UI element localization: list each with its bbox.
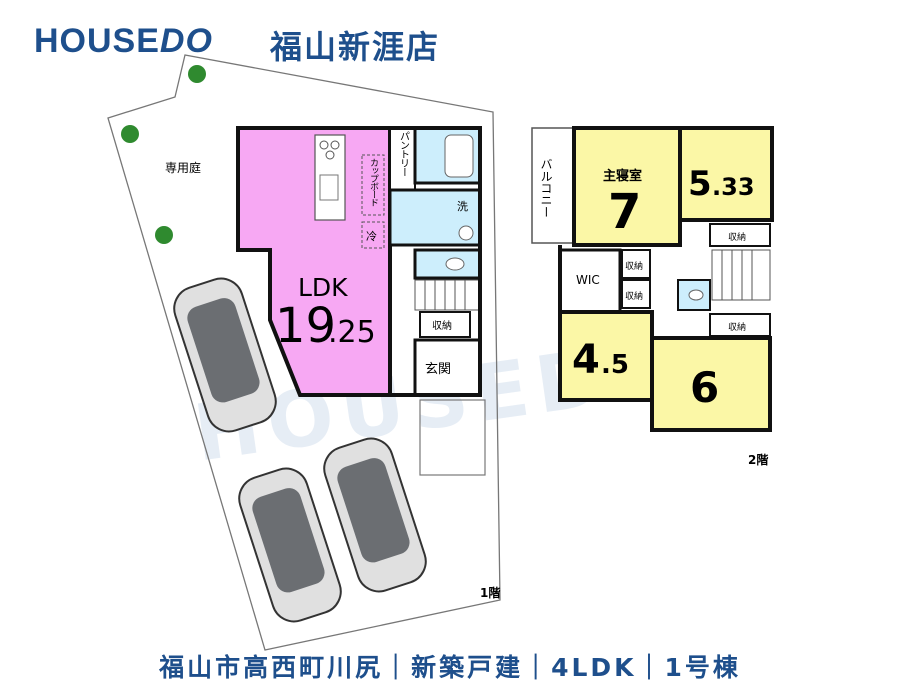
wic-label: WIC <box>576 273 600 287</box>
floor1-label: 1階 <box>480 585 500 600</box>
storage-1f <box>419 311 471 338</box>
master-label: 主寝室 <box>603 168 642 184</box>
stairs-2f <box>711 249 771 301</box>
room-533 <box>678 126 774 222</box>
balcony <box>531 127 575 244</box>
storage-2f-d-label: 収納 <box>728 321 746 333</box>
room-45-int: 4 <box>572 337 600 383</box>
brand-house-text: HOUSE <box>34 22 160 60</box>
storage-2f-c-label: 収納 <box>625 290 643 302</box>
room-45-dec: .5 <box>601 350 629 380</box>
laundry-label: 洗 <box>457 200 468 213</box>
floor2-walls <box>558 245 654 430</box>
fridge <box>361 221 385 249</box>
garden-label: 専用庭 <box>165 160 201 175</box>
floor2-label: 2階 <box>748 452 768 467</box>
cupboard-label: カップボード <box>368 158 379 207</box>
fridge-label: 冷 <box>366 230 377 243</box>
pantry-label: パントリー <box>398 131 410 176</box>
ldk-size-int: 19 <box>275 298 336 354</box>
brand-do-text: DO <box>159 22 213 60</box>
entrance-label: 玄関 <box>425 362 451 377</box>
storage-2f-b-label: 収納 <box>625 260 643 272</box>
brand-logo: HOUSEDO <box>34 22 213 61</box>
parked-car <box>323 437 427 593</box>
room-533-int: 5 <box>688 164 712 204</box>
lot-outline <box>107 54 501 651</box>
floor1-walls <box>390 126 482 397</box>
ldk-label: LDK <box>298 273 348 302</box>
cupboard <box>361 154 385 216</box>
porch <box>419 399 486 476</box>
storage-2f-a <box>709 223 771 247</box>
storage-2f-c <box>621 279 651 309</box>
storage-2f-b <box>621 249 651 279</box>
room-6-label: 6 <box>690 363 719 412</box>
storage-2f-a-label: 収納 <box>728 231 746 243</box>
store-name: 福山新涯店 <box>270 28 441 66</box>
room-533-dec: .33 <box>712 173 755 201</box>
balcony-label: バルコニー <box>539 158 553 218</box>
parked-car <box>173 277 277 433</box>
garden-trees <box>121 65 206 244</box>
parked-car <box>238 467 342 623</box>
ldk-size-dec: .25 <box>328 315 376 350</box>
footer-caption: 福山市高西町川尻｜新築戸建｜4LDK｜1号棟 <box>159 653 741 682</box>
storage-1f-label: 収納 <box>432 319 452 332</box>
master-size: 7 <box>608 184 641 240</box>
master-bedroom <box>572 126 682 247</box>
stairs-1f <box>414 279 481 311</box>
